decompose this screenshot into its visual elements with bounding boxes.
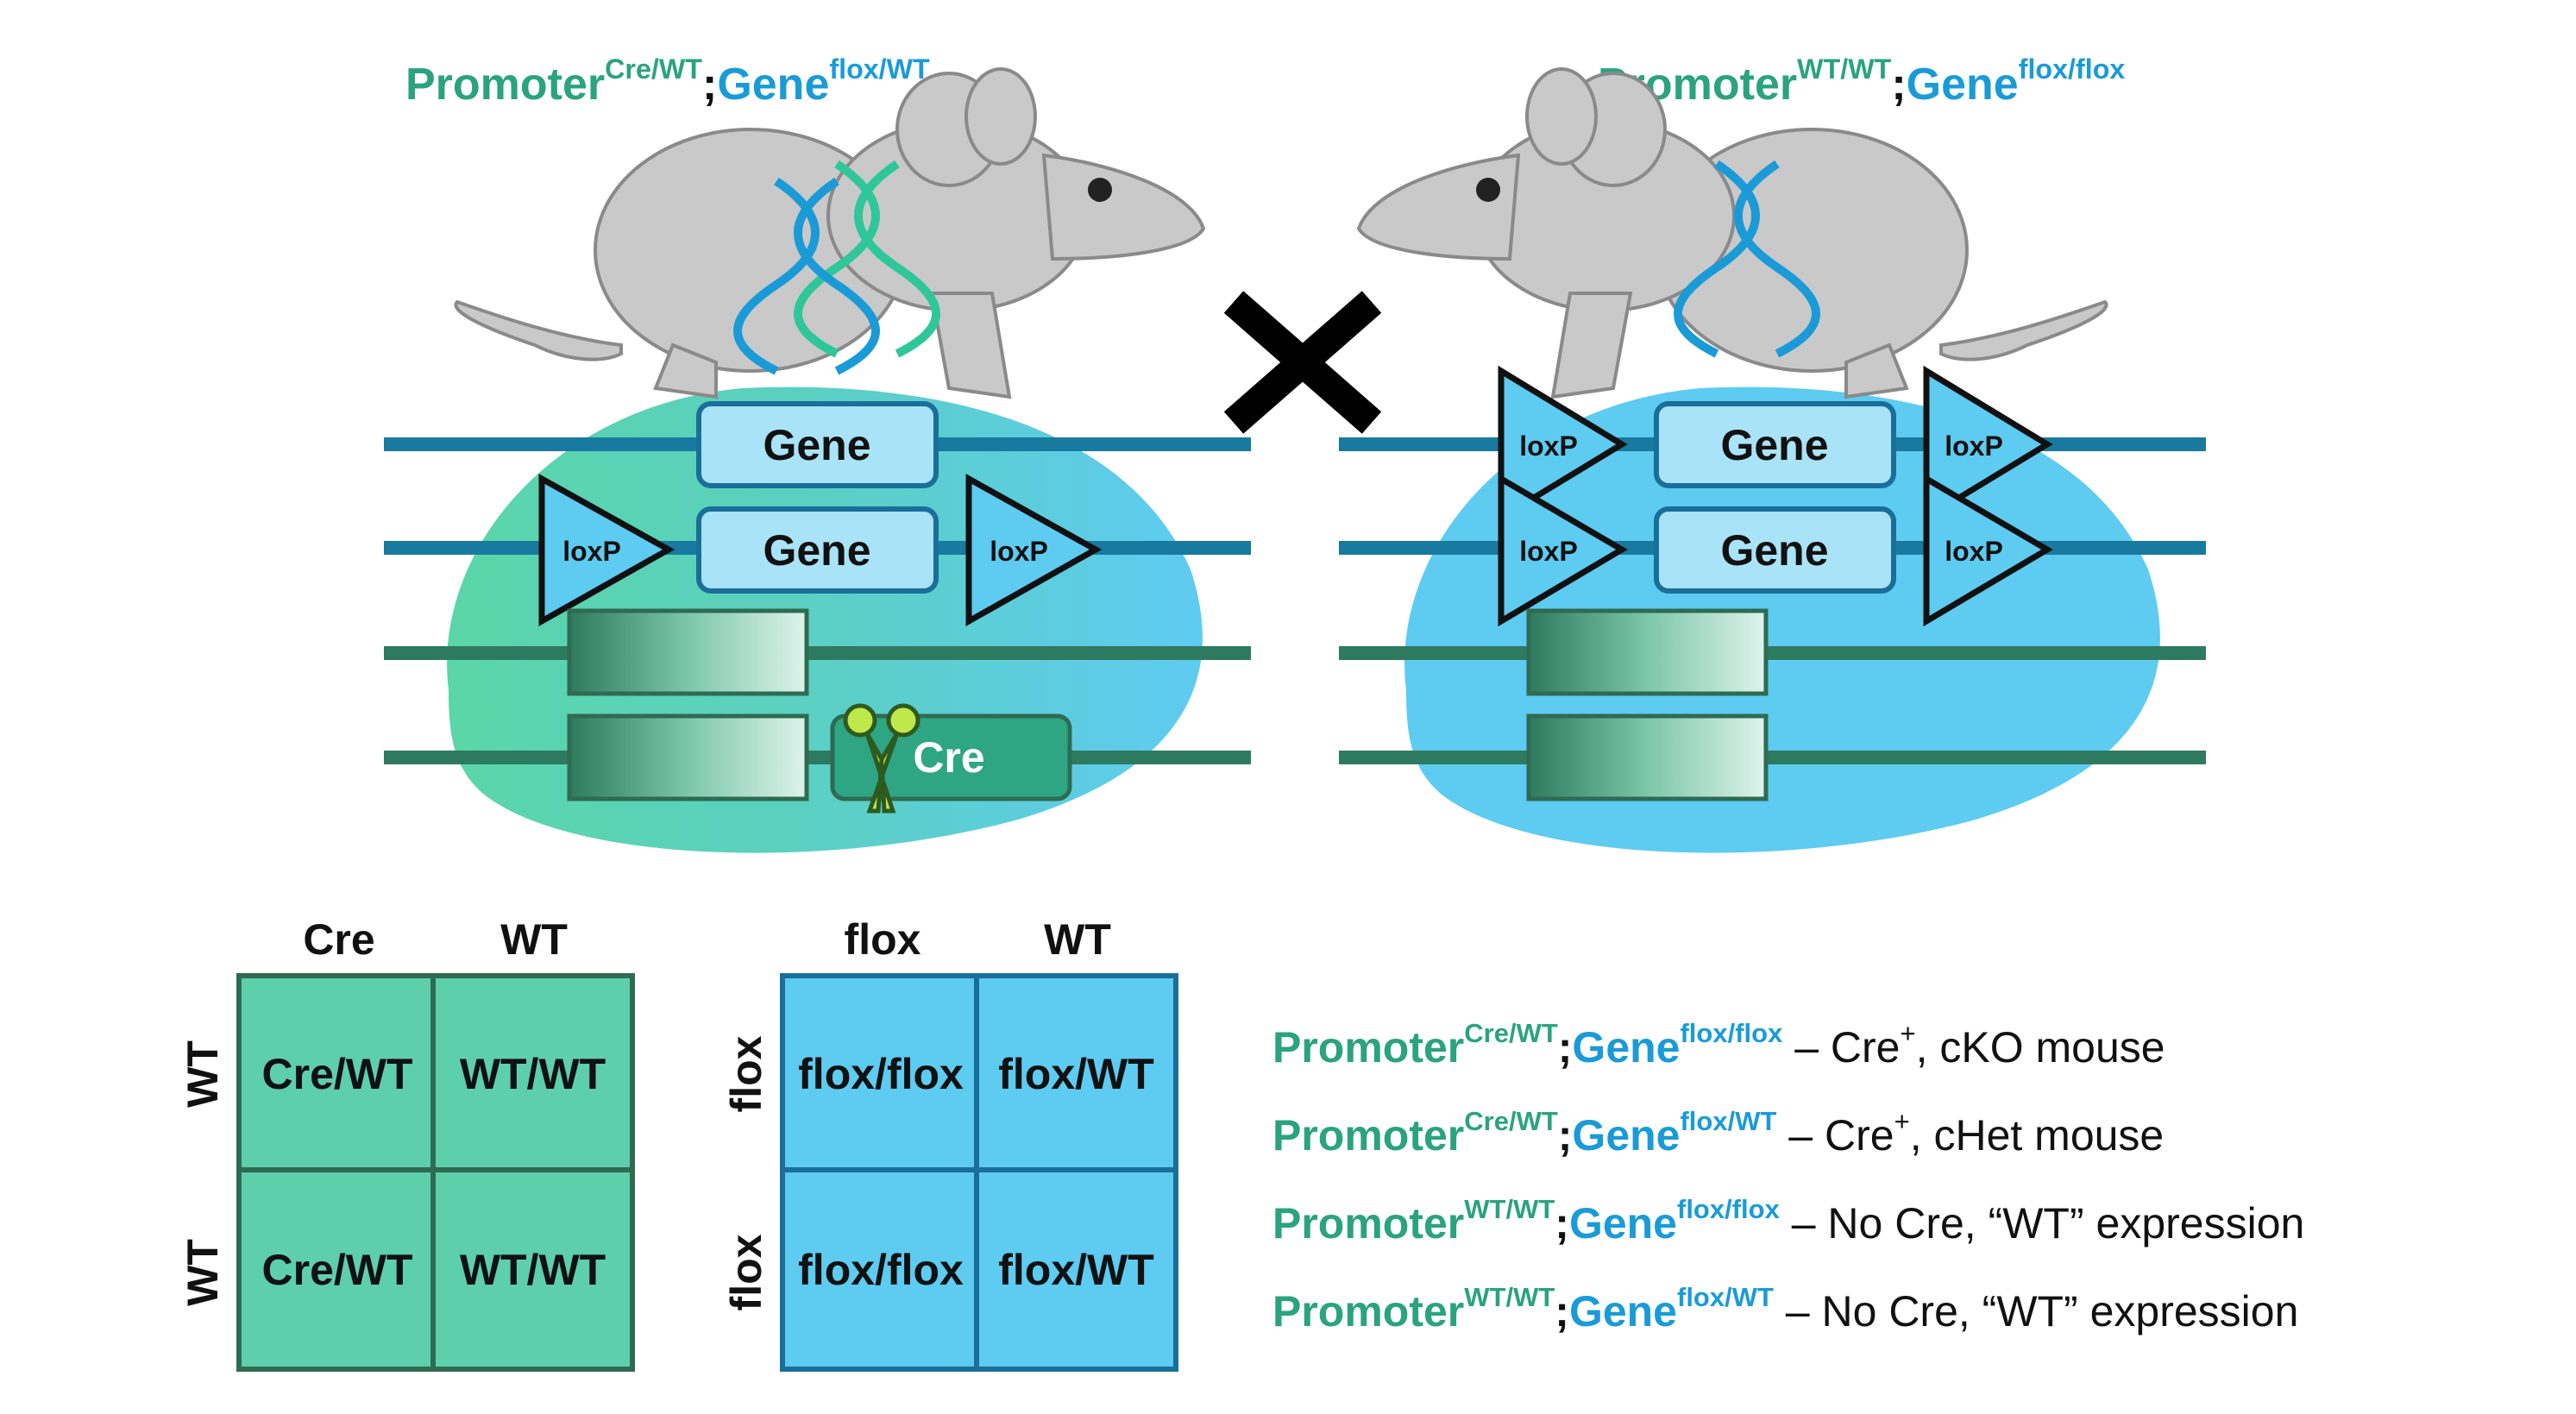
right-promoter-box-2	[1526, 713, 1769, 801]
left-promoter: PromoterCre/WT	[405, 53, 702, 110]
left-gene-label-1: Gene	[763, 421, 870, 469]
right-mouse	[1356, 67, 2108, 399]
left-promoter-box-2	[567, 713, 809, 801]
right-gene-box-1	[1654, 401, 1896, 488]
promoter-col-header-2: WT	[500, 915, 568, 964]
right-loxp-1	[1498, 365, 1628, 524]
cre-label: Cre	[913, 733, 984, 782]
left-loxp-label-1: loxP	[562, 536, 621, 567]
promoter-row-header-1: WT	[179, 1040, 227, 1108]
right-promoter-box-1	[1526, 608, 1769, 696]
promoter-cell-2-1: Cre/WT	[261, 1245, 413, 1294]
gene-col-header-1: flox	[844, 915, 921, 964]
right-gene-box-2	[1654, 506, 1896, 594]
right-loxp-label-1: loxP	[1519, 430, 1578, 462]
left-loxp-2	[965, 474, 1103, 626]
promoter-punnett-square: Cre/WT WT/WT Cre/WT WT/WT	[236, 973, 635, 1372]
gene-col-header-2: WT	[1044, 915, 1111, 964]
promoter-cell-2-2: WT/WT	[459, 1245, 606, 1294]
left-loxp-label-2: loxP	[990, 536, 1048, 567]
left-gene-label-2: Gene	[763, 526, 870, 575]
right-dna-icon	[1674, 160, 1820, 358]
result-line-1: PromoterCre/WT;Geneflox/flox – Cre+, cKO…	[1272, 1017, 2165, 1071]
right-loxp-3	[1923, 365, 2053, 524]
left-loxp-1	[538, 474, 675, 626]
result-line-3: PromoterWT/WT;Geneflox/flox – No Cre, “W…	[1272, 1193, 2305, 1247]
scissors-icon	[843, 703, 920, 814]
left-gene: Geneflox/WT	[717, 53, 930, 110]
promoter-cell-1-1: Cre/WT	[261, 1050, 413, 1098]
left-promoter-box-1	[567, 608, 809, 696]
gene-cell-1-1: flox/flox	[798, 1050, 964, 1098]
right-loxp-label-2: loxP	[1519, 536, 1578, 567]
right-gene: Geneflox/flox	[1906, 53, 2126, 110]
left-parent-genotype: PromoterCre/WT;Geneflox/WT	[405, 53, 930, 110]
promoter-row-header-2: WT	[179, 1239, 227, 1306]
promoter-cell-1-2: WT/WT	[459, 1050, 606, 1098]
result-line-2: PromoterCre/WT;Geneflox/WT – Cre+, cHet …	[1272, 1105, 2164, 1159]
left-gene-box-2	[696, 506, 939, 594]
gene-cell-1-2: flox/WT	[998, 1050, 1154, 1098]
promoter-col-header-1: Cre	[303, 915, 375, 964]
gene-cell-2-2: flox/WT	[998, 1245, 1154, 1294]
cross-diagram: Gene Gene loxP loxP Cre Gene Gene loxP l…	[384, 67, 2206, 853]
result-line-4: PromoterWT/WT;Geneflox/WT – No Cre, “WT”…	[1272, 1281, 2299, 1335]
right-gene-label-1: Gene	[1720, 421, 1828, 469]
gene-cell-2-1: flox/flox	[798, 1245, 964, 1294]
right-loxp-label-3: loxP	[1945, 430, 2003, 462]
right-loxp-2	[1498, 473, 1628, 627]
left-dna-icon	[733, 160, 940, 375]
right-loxp-4	[1923, 473, 2053, 627]
right-gene-label-2: Gene	[1720, 526, 1828, 575]
gene-punnett-square: flox/flox flox/WT flox/flox flox/WT	[780, 973, 1178, 1372]
gene-row-header-1: flox	[722, 1035, 770, 1113]
cross-icon	[1223, 291, 1382, 434]
right-loxp-label-4: loxP	[1945, 536, 2003, 567]
left-gene-box-1	[696, 401, 939, 488]
cre-box	[830, 713, 1072, 801]
right-parent-genotype: PromoterWT/WT;Geneflox/flox	[1598, 53, 2126, 110]
gene-row-header-2: flox	[722, 1234, 770, 1311]
